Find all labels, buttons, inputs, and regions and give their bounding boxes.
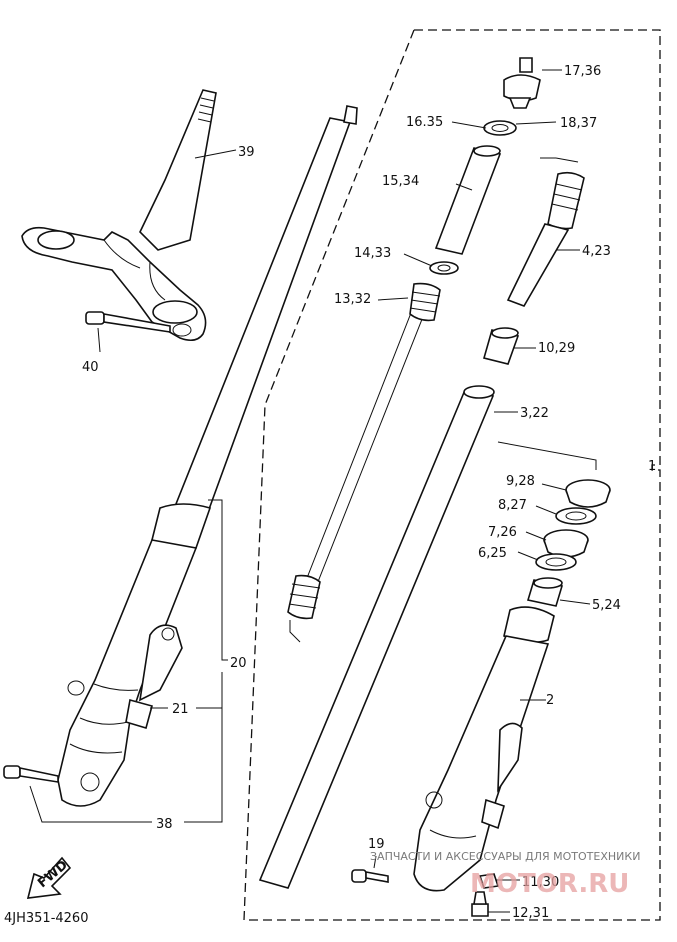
bolt-12 [471,891,489,917]
watermark-line1: ЗАПЧАСТИ И АКСЕССУАРЫ ДЛЯ МОТОТЕХНИКИ [370,850,640,863]
label-9-28: 9,28 [506,474,535,489]
leader-lines [29,69,597,913]
bolt-19 [351,869,389,883]
label-18-37: 18,37 [560,116,597,131]
spacer-tube [434,145,502,255]
washer-14 [429,261,459,275]
label-3-22: 3,22 [520,406,549,421]
label-7-26: 7,26 [488,525,517,540]
label-6-25: 6,25 [478,546,507,561]
label-21: 21 [172,702,189,717]
cap-bolt [503,57,541,109]
watermark-line2: MOTOR.RU [470,869,629,899]
label-13-32: 13,32 [334,292,371,307]
label-11-30: 11,30 [522,875,559,890]
diagram-code: 4JH351-4260 [4,911,88,926]
label-40: 40 [82,360,99,375]
o-ring [483,120,517,136]
drain-screw [478,873,500,889]
seal-stack [535,479,611,571]
label-12-31: 12,31 [512,906,549,921]
label-4-23: 4,23 [582,244,611,259]
label-8-27: 8,27 [498,498,527,513]
watermark: ЗАПЧАСТИ И АКСЕССУАРЫ ДЛЯ МОТОТЕХНИКИ MO… [370,850,640,899]
assembly-boundary [243,29,661,921]
label-17-36: 17,36 [564,64,601,79]
label-20: 20 [230,656,247,671]
label-2: 2 [546,693,554,708]
bolt-40 [85,311,171,333]
bushing-5 [526,577,564,607]
label-5-24: 5,24 [592,598,621,613]
bushing-10 [483,327,520,365]
label-38: 38 [156,817,173,832]
label-39: 39 [238,145,255,160]
label-15-34: 15,34 [382,174,419,189]
steering-stem-bracket [21,89,217,342]
damper-rod [506,171,585,307]
label-19: 19 [368,837,385,852]
label-10-29: 10,29 [538,341,575,356]
long-tube-left [258,385,495,889]
callout-labels: 1 2 3,22 4,23 5,24 6,25 7,26 8,27 9,28 1… [82,64,656,921]
label-14-33: 14,33 [354,246,391,261]
bolt-38 [3,765,59,783]
fwd-arrow-icon: FWD [26,856,72,899]
label-16-35: 16.35 [406,115,443,130]
fork-assembly-20 [57,105,358,807]
label-1: 1 [648,459,656,474]
fork-spring [287,282,441,620]
outer-tube-2 [413,606,555,892]
